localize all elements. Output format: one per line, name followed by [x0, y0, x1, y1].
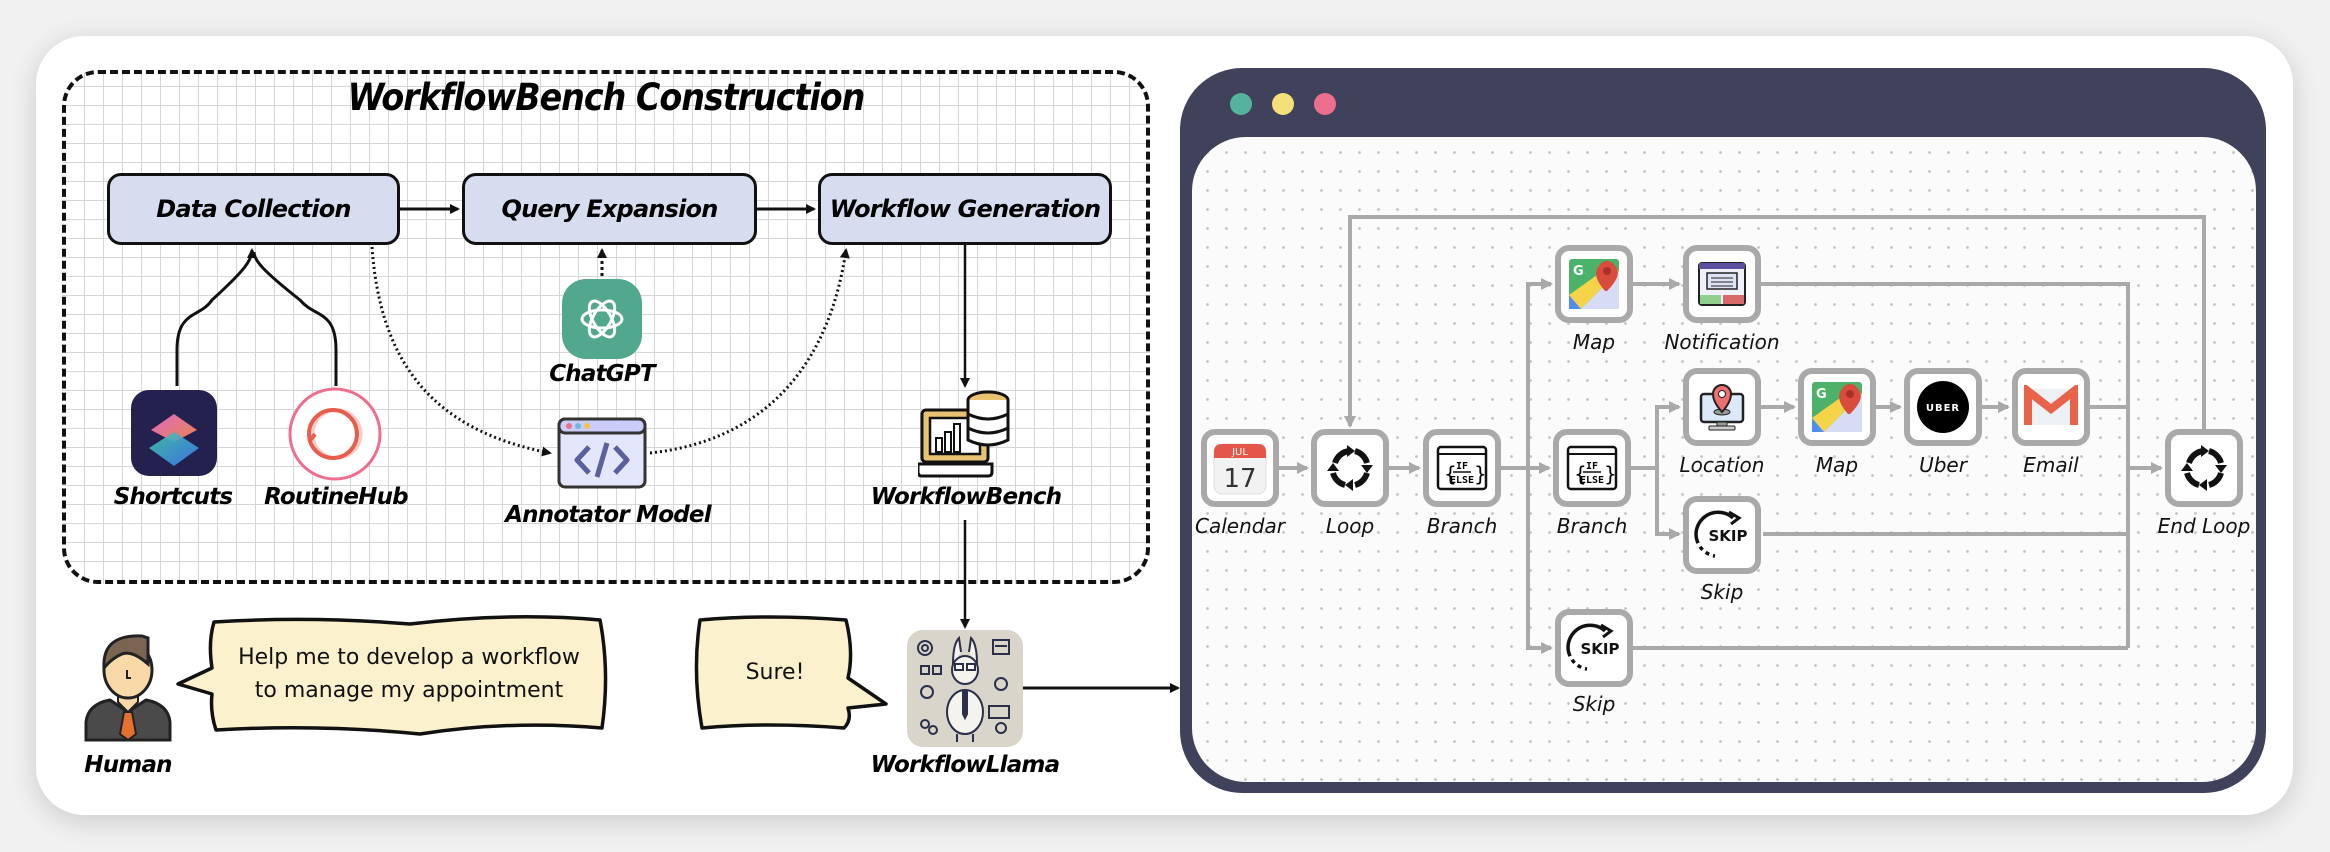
node-label-skip-2: Skip: [1572, 692, 1616, 716]
human-label: Human: [84, 752, 172, 778]
skip-icon: SKIP: [1694, 510, 1748, 558]
arrow-annotator-to-generation: [649, 248, 850, 455]
node-label-notification: Notification: [1664, 330, 1780, 354]
edge-split-map: [1526, 278, 1553, 468]
edge-notification-merge: [1761, 282, 2130, 648]
if-else-icon: IF ELSE {}: [1436, 445, 1488, 491]
human-message-line-2: to manage my appointment: [254, 678, 564, 703]
node-calendar[interactable]: JUL 17: [1201, 429, 1279, 507]
node-email[interactable]: [2012, 368, 2090, 446]
node-uber[interactable]: UBER: [1904, 368, 1982, 446]
else-text: ELSE: [1580, 475, 1604, 486]
node-skip-2[interactable]: SKIP: [1555, 609, 1633, 687]
google-maps-icon: G: [1812, 382, 1862, 432]
node-label-email: Email: [2023, 453, 2079, 477]
annotator-model-label: Annotator Model: [505, 502, 711, 528]
construction-title: WorkflowBench Construction: [347, 76, 866, 119]
if-text: IF: [1586, 461, 1598, 472]
model-reply: Sure!: [745, 660, 805, 685]
calendar-day: 17: [1223, 464, 1256, 494]
window-dot-red[interactable]: [1314, 93, 1336, 115]
skip-text: SKIP: [1708, 527, 1747, 545]
node-branch-2[interactable]: IF ELSE {}: [1553, 429, 1631, 507]
chatgpt-label: ChatGPT: [549, 361, 655, 387]
stage-query-expansion: Query Expansion: [462, 173, 757, 245]
human-avatar-icon: [84, 634, 172, 742]
else-text: ELSE: [1450, 475, 1474, 486]
window-dot-yellow[interactable]: [1272, 93, 1294, 115]
notification-window-icon: [1698, 262, 1746, 306]
svg-text:{: {: [1444, 462, 1457, 486]
if-else-icon: IF ELSE {}: [1566, 445, 1618, 491]
human-message: Help me to develop a workflow to manage …: [214, 641, 604, 707]
node-label-map-1: Map: [1572, 330, 1616, 354]
arrow-collection-to-annotator: [370, 246, 552, 457]
google-maps-icon: G: [1569, 259, 1619, 309]
human-message-line-1: Help me to develop a workflow: [238, 645, 580, 670]
workflowllama-logo-icon: [907, 630, 1023, 747]
human-speech-bubble: [176, 615, 608, 736]
arrow-routinehub-to-collection: [252, 251, 338, 386]
svg-text:}: }: [1604, 462, 1617, 486]
node-label-branch-2: Branch: [1556, 514, 1628, 538]
edge-split-skip2: [1526, 468, 1553, 654]
location-monitor-icon: [1699, 384, 1745, 431]
node-label-map-2: Map: [1815, 453, 1859, 477]
chatgpt-logo-icon: [562, 279, 642, 359]
node-label-skip-1: Skip: [1700, 580, 1744, 604]
arrow-shortcuts-to-collection: [175, 248, 257, 386]
workflowbench-label: WorkflowBench: [870, 484, 1062, 510]
shortcuts-app-icon: [131, 390, 217, 476]
node-loop[interactable]: [1311, 429, 1389, 507]
node-label-branch-1: Branch: [1426, 514, 1498, 538]
code-window-icon: [557, 417, 647, 489]
edge-endloop-loop: [1344, 215, 2206, 429]
svg-text:G: G: [1816, 387, 1827, 402]
skip-icon: SKIP: [1566, 623, 1620, 671]
window-dot-green[interactable]: [1230, 93, 1252, 115]
node-label-loop: Loop: [1325, 514, 1375, 538]
shortcuts-label: Shortcuts: [113, 484, 233, 510]
node-notification[interactable]: [1683, 245, 1761, 323]
stage-workflow-generation: Workflow Generation: [818, 173, 1112, 245]
svg-text:G: G: [1573, 264, 1584, 279]
stage-data-collection: Data Collection: [107, 173, 400, 245]
loop-arrows-icon: [1327, 445, 1373, 491]
node-map-2[interactable]: G: [1798, 368, 1876, 446]
calendar-icon: JUL 17: [1213, 443, 1267, 495]
uber-logo-icon: UBER: [1917, 381, 1969, 433]
database-laptop-icon: [918, 390, 1010, 478]
node-label-uber: Uber: [1919, 453, 1967, 477]
node-label-end-loop: End Loop: [2157, 514, 2251, 538]
calendar-month: JUL: [1231, 447, 1248, 458]
routinehub-logo-icon: [288, 387, 382, 481]
node-end-loop[interactable]: [2165, 429, 2243, 507]
node-skip-1[interactable]: SKIP: [1683, 496, 1761, 574]
skip-text: SKIP: [1580, 640, 1619, 658]
workflowllama-label: WorkflowLlama: [870, 752, 1060, 778]
routinehub-label: RoutineHub: [264, 484, 408, 510]
edge-split-skip1: [1655, 468, 1681, 540]
model-speech-bubble: [694, 615, 888, 730]
node-branch-1[interactable]: IF ELSE {}: [1423, 429, 1501, 507]
if-text: IF: [1456, 461, 1468, 472]
node-location[interactable]: [1683, 368, 1761, 446]
node-label-location: Location: [1679, 453, 1765, 477]
svg-text:}: }: [1474, 462, 1487, 486]
svg-text:{: {: [1574, 462, 1587, 486]
uber-logo-text: UBER: [1926, 403, 1960, 414]
node-map-1[interactable]: G: [1555, 245, 1633, 323]
node-label-calendar: Calendar: [1195, 514, 1285, 538]
loop-arrows-icon: [2181, 445, 2227, 491]
gmail-icon: [2024, 385, 2078, 425]
edge-split-location: [1655, 401, 1681, 468]
